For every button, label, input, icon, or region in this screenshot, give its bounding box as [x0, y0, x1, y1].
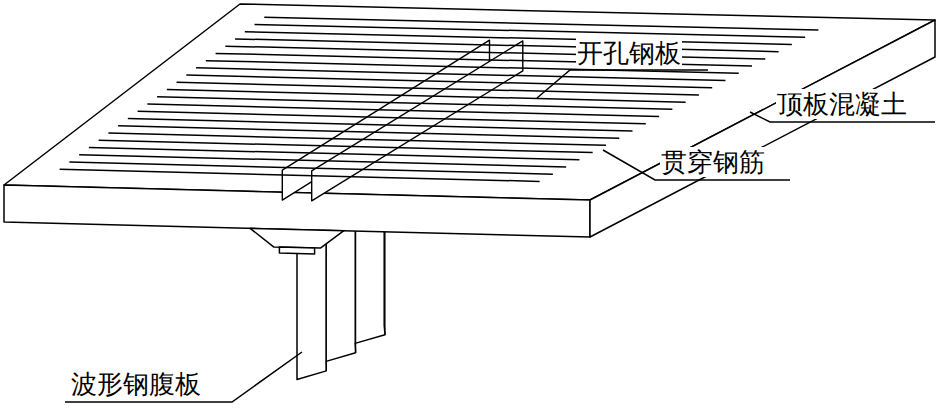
penetrating-rebar	[138, 111, 646, 123]
penetrating-rebar	[79, 155, 566, 167]
penetrating-rebar	[89, 147, 580, 159]
penetrating-rebar	[147, 104, 659, 116]
penetrating-rebar	[128, 119, 633, 131]
penetrating-rebar	[108, 133, 606, 145]
leader-line	[65, 352, 302, 402]
penetrating-rebar	[167, 90, 686, 103]
slab-top-face	[4, 4, 935, 200]
penetrating-rebar	[245, 32, 792, 45]
part-label: 开孔钢板	[576, 38, 682, 68]
penetrating-rebar	[157, 97, 672, 110]
penetrating-rebar	[225, 46, 765, 59]
penetrating-rebar	[118, 126, 619, 138]
part-label: 贯穿钢筋	[660, 147, 766, 177]
penetrating-rebar	[69, 162, 552, 174]
penetrating-rebar	[99, 140, 593, 152]
penetrating-rebar	[264, 17, 818, 30]
penetrating-rebar	[235, 39, 779, 52]
penetrating-rebar	[60, 169, 540, 181]
part-label: 顶板混凝土	[776, 89, 908, 119]
slab-haunch	[250, 228, 344, 248]
leader-line	[537, 70, 708, 98]
penetrating-rebar	[186, 75, 712, 88]
penetrating-rebar	[255, 24, 806, 37]
penetrating-rebar	[177, 82, 699, 95]
part-label: 波形钢腹板	[70, 369, 202, 399]
web-flange	[279, 247, 314, 254]
